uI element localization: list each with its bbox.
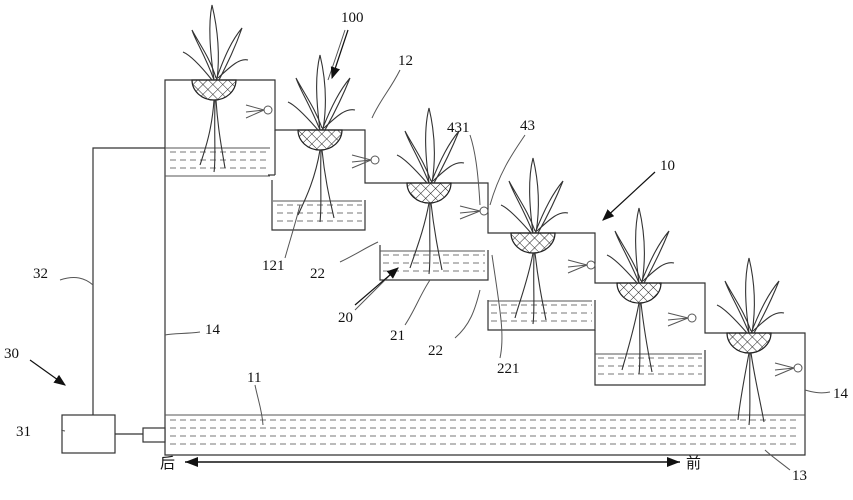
label-14-left: 14 (205, 322, 221, 338)
pump-box (61, 414, 116, 454)
arrow-100 (330, 29, 349, 80)
arrow-10 (602, 171, 656, 221)
label-32: 32 (33, 266, 48, 282)
net-pots (191, 79, 772, 354)
label-43: 43 (520, 118, 535, 134)
supply-pipe (92, 147, 165, 415)
label-121: 121 (262, 258, 285, 274)
label-20: 20 (338, 310, 353, 326)
water-levels (165, 147, 805, 445)
label-13: 13 (792, 468, 807, 484)
direction-front-label: 前 (686, 454, 701, 472)
label-31: 31 (16, 424, 31, 440)
label-30: 30 (4, 346, 19, 362)
pump-and-pipes (61, 147, 166, 454)
direction-indicator: 后 前 (160, 454, 701, 472)
arrow-20 (354, 267, 399, 306)
label-100: 100 (341, 10, 364, 26)
label-22-top: 22 (310, 266, 325, 282)
step-walls (268, 130, 706, 386)
label-431: 431 (447, 120, 470, 136)
label-11: 11 (247, 370, 261, 386)
sprayers (245, 104, 803, 377)
stepped-tank-outline (164, 79, 806, 456)
label-221: 221 (497, 361, 520, 377)
label-22-bottom: 22 (428, 343, 443, 359)
label-21: 21 (390, 328, 405, 344)
direction-back-label: 后 (160, 454, 175, 472)
leader-lines (59, 29, 831, 471)
label-12: 12 (398, 53, 413, 69)
plants (182, 4, 785, 426)
label-14-right: 14 (833, 386, 849, 402)
label-10: 10 (660, 158, 675, 174)
pump-connector (142, 427, 166, 443)
reference-labels: 100 12 431 43 10 121 22 20 21 22 221 32 … (4, 10, 849, 484)
arrow-30 (29, 359, 66, 386)
